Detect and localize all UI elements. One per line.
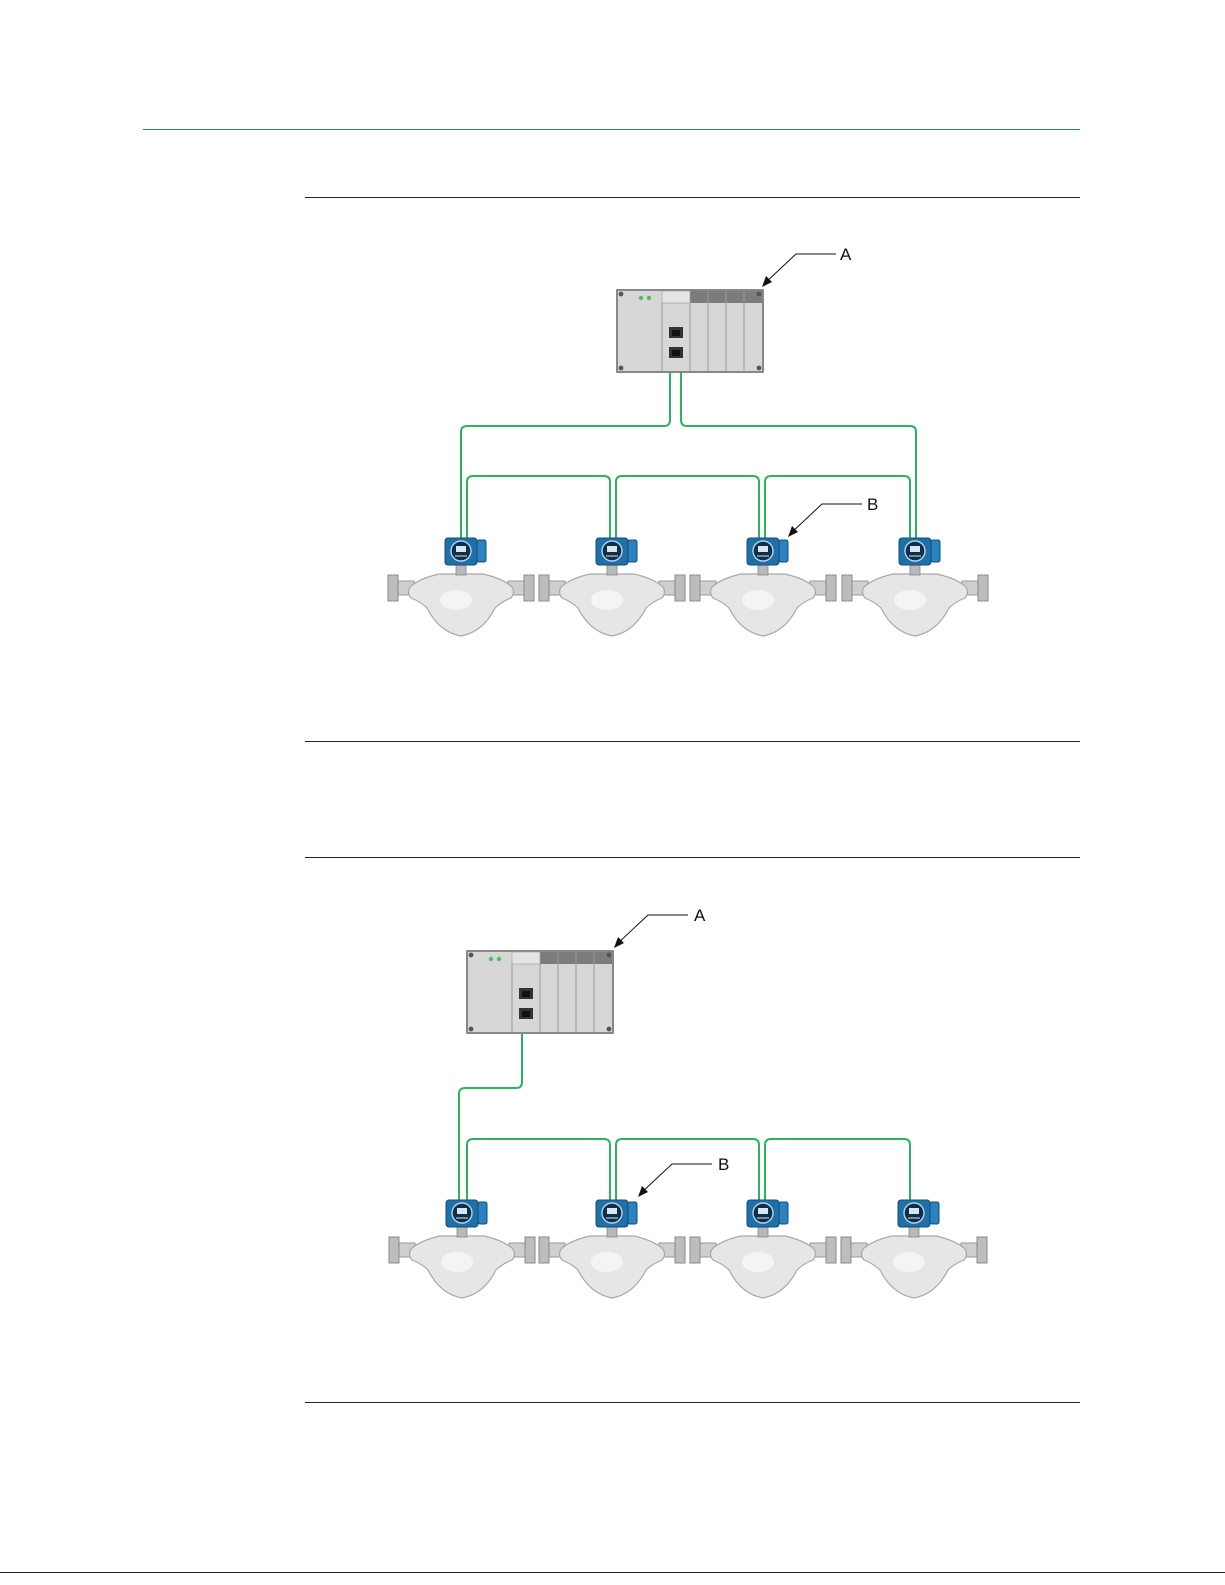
svg-text:B: B bbox=[867, 495, 878, 514]
figure-1-bottom-rule bbox=[305, 741, 1080, 742]
callout-a: A bbox=[614, 906, 706, 948]
flowmeter-icon bbox=[690, 1200, 836, 1298]
callout-b: B bbox=[788, 495, 878, 537]
svg-text:B: B bbox=[718, 1155, 729, 1174]
flowmeter-icon bbox=[690, 538, 836, 636]
flowmeter-icon bbox=[539, 1200, 685, 1298]
ethernet-ring-cable bbox=[461, 372, 916, 540]
figure-2-bottom-rule bbox=[305, 1402, 1080, 1403]
callout-a: A bbox=[762, 245, 852, 287]
daisy-chain-topology-diagram: A B bbox=[0, 860, 1225, 1400]
flowmeter-icon bbox=[539, 538, 685, 636]
ring-topology-diagram: A B bbox=[0, 0, 1225, 720]
footer-rule bbox=[0, 1572, 1225, 1573]
figure-2-top-rule bbox=[305, 857, 1080, 858]
ethernet-daisy-chain-cable bbox=[459, 1034, 910, 1202]
callout-b: B bbox=[638, 1155, 729, 1197]
flowmeter-icon bbox=[842, 538, 988, 636]
flowmeter-icon bbox=[389, 1200, 535, 1298]
flowmeter-icon bbox=[841, 1200, 987, 1298]
controller-icon bbox=[616, 289, 764, 373]
svg-text:A: A bbox=[694, 906, 706, 925]
flowmeter-icon bbox=[388, 538, 534, 636]
svg-text:A: A bbox=[840, 245, 852, 264]
controller-icon bbox=[466, 950, 614, 1034]
